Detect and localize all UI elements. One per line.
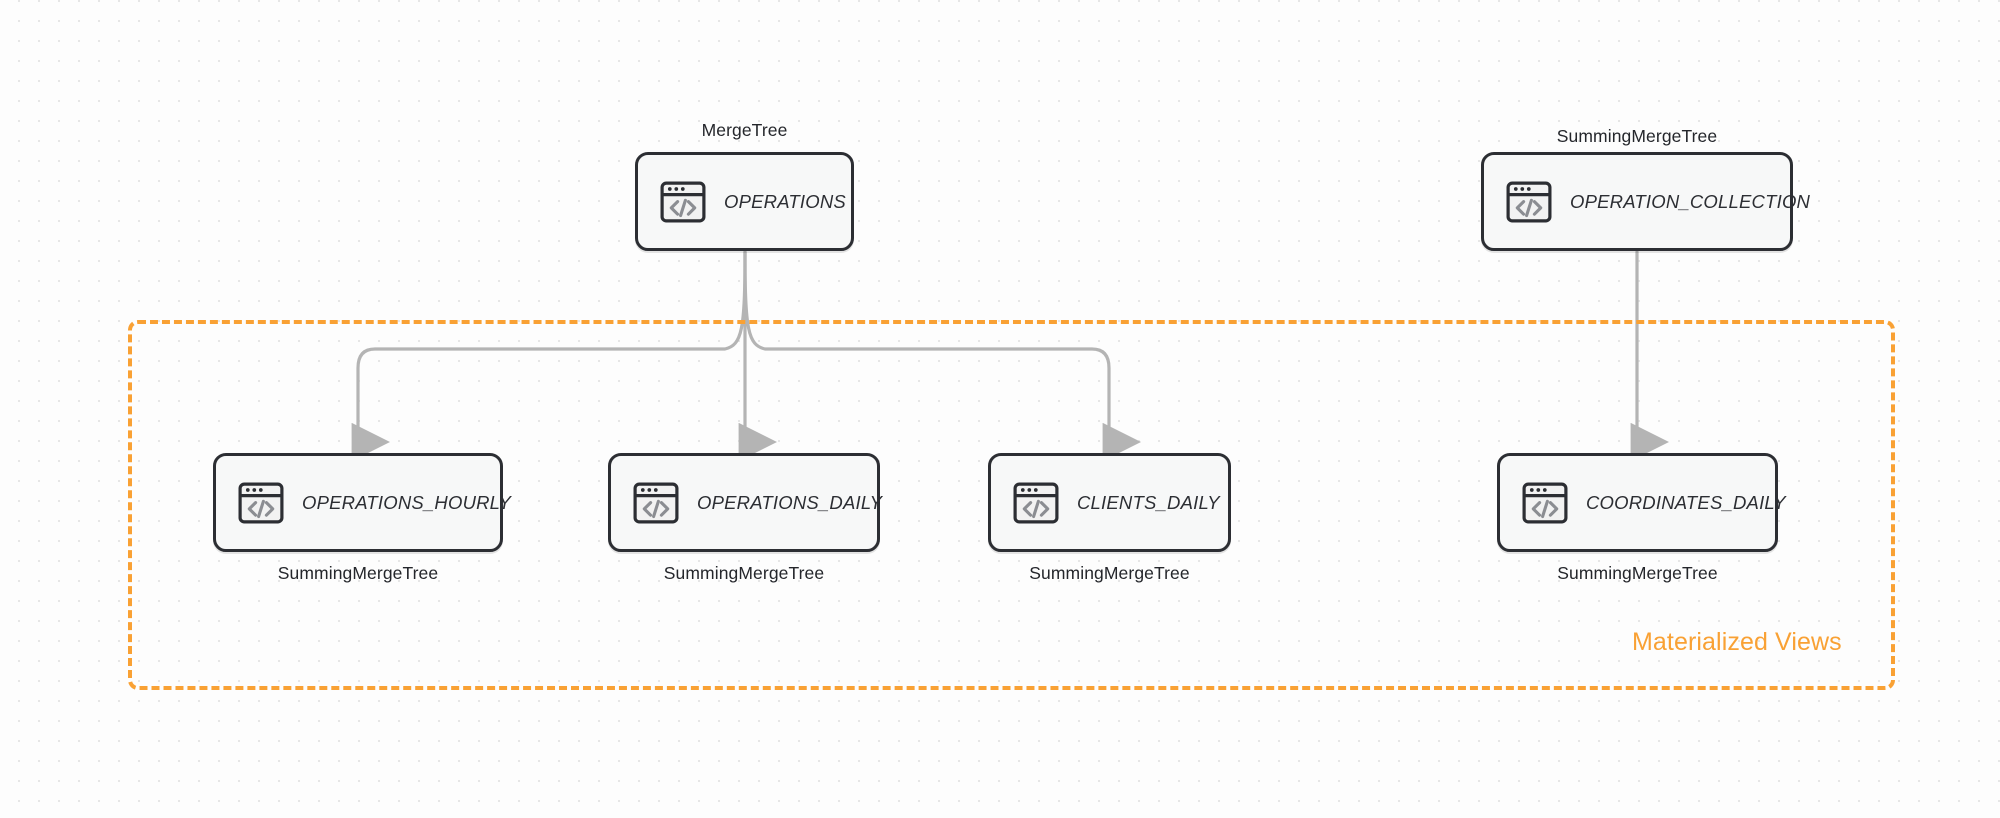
engine-caption-operations_hourly: SummingMergeTree [277,563,439,583]
engine-caption-clients_daily: SummingMergeTree [1029,563,1190,583]
table-node-label: CLIENTS_DAILY [1077,491,1220,513]
materialized-views-label: Materialized Views [1632,628,1842,656]
table-node-operation_collection[interactable]: OPERATION_COLLECTION [1481,152,1810,251]
table-node-operations[interactable]: OPERATIONS [635,152,854,251]
engine-caption-operation_collection: SummingMergeTree [1556,126,1718,146]
code-window-icon [633,481,679,524]
table-node-coordinates_daily[interactable]: COORDINATES_DAILY [1497,453,1786,552]
table-node-label: OPERATIONS_DAILY [697,491,883,513]
table-node-operations_daily[interactable]: OPERATIONS_DAILY [608,453,883,552]
table-node-clients_daily[interactable]: CLIENTS_DAILY [988,453,1231,552]
engine-caption-operations_daily: SummingMergeTree [663,563,825,583]
table-node-label: OPERATIONS_HOURLY [302,491,512,513]
table-node-label: OPERATION_COLLECTION [1570,190,1811,212]
code-window-icon [1522,481,1568,524]
materialized-views-group [128,320,1895,690]
engine-caption-operations: MergeTree [701,120,788,140]
code-window-icon [1506,180,1552,223]
table-node-label: COORDINATES_DAILY [1586,491,1786,513]
table-node-label: OPERATIONS [724,190,846,212]
code-window-icon [238,481,284,524]
code-window-icon [1013,481,1059,524]
code-window-icon [660,180,706,223]
engine-caption-coordinates_daily: SummingMergeTree [1557,563,1718,583]
table-node-operations_hourly[interactable]: OPERATIONS_HOURLY [213,453,511,552]
